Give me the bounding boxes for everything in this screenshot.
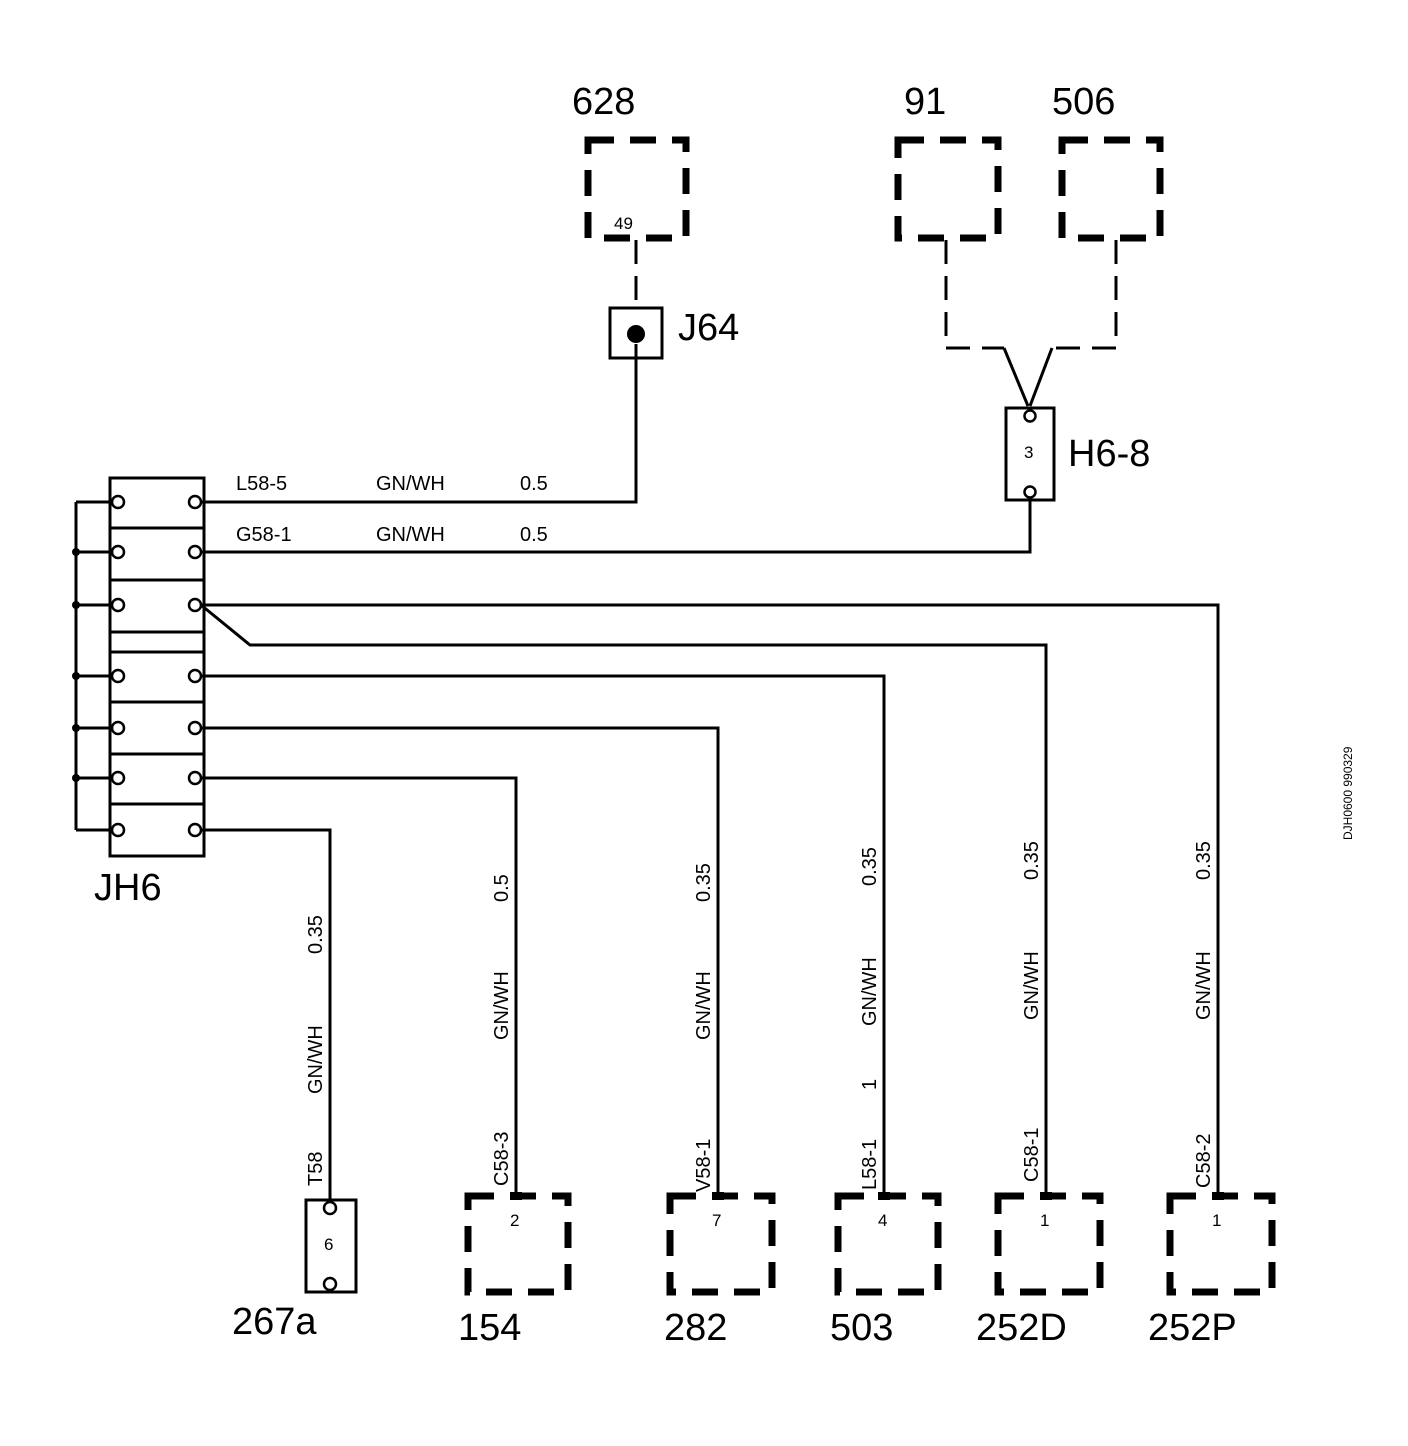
wire-l58-1-size: 0.35 [859, 847, 881, 886]
wire-g58-1-color: GN/WH [376, 524, 445, 546]
wire-g58-1: G58-1 GN/WH 0.5 [201, 498, 1032, 554]
wire-c58-3-color: GN/WH [491, 971, 513, 1040]
wire-l58-5-id: L58-5 [236, 473, 287, 495]
wire-c58-2-color: GN/WH [1193, 951, 1215, 1020]
wire-l58-1-extra: 1 [859, 1079, 881, 1090]
wire-c58-3-id: C58-3 [491, 1132, 513, 1186]
connector-267a-label: 267a [232, 1301, 317, 1343]
connector-503-pin: 4 [878, 1211, 887, 1230]
connector-267a-pin: 6 [324, 1235, 333, 1254]
connector-h6-8-label: H6-8 [1068, 433, 1150, 475]
connector-503: 4 503 [830, 1192, 942, 1349]
connector-252p: 1 252P [1148, 1192, 1276, 1349]
wire-v58-1: V58-1 GN/WH 0.35 [201, 726, 720, 1194]
wire-t58-size: 0.35 [305, 915, 327, 954]
wire-c58-2-size: 0.35 [1193, 841, 1215, 880]
connector-91-label: 91 [904, 81, 946, 123]
connector-154-pin: 2 [510, 1211, 519, 1230]
wire-v58-1-size: 0.35 [693, 863, 715, 902]
wire-c58-2-id: C58-2 [1193, 1134, 1215, 1188]
wire-c58-1: C58-1 GN/WH 0.35 [200, 603, 1048, 1194]
connector-282: 7 282 [664, 1192, 776, 1349]
connector-252p-label: 252P [1148, 1307, 1237, 1349]
connector-506-label: 506 [1052, 81, 1115, 123]
wire-l58-1-id: L58-1 [859, 1139, 881, 1190]
connector-282-pin: 7 [712, 1211, 721, 1230]
optional-route [944, 240, 1118, 407]
wire-l58-5-size: 0.5 [520, 473, 548, 495]
wire-c58-1-color: GN/WH [1021, 951, 1043, 1020]
splice-dot-icon [627, 325, 645, 343]
wire-c58-1-id: C58-1 [1021, 1128, 1043, 1182]
wire-c58-3: C58-3 GN/WH 0.5 [201, 776, 518, 1194]
wire-t58-color: GN/WH [305, 1025, 327, 1094]
drawing-reference: DJH0600 990329 [1341, 746, 1355, 840]
wire-t58: T58 GN/WH 0.35 [201, 828, 332, 1200]
wire-l58-1-color: GN/WH [859, 957, 881, 1026]
wire-g58-1-size: 0.5 [520, 524, 548, 546]
connector-628-pin: 49 [614, 214, 633, 233]
wire-l58-5-color: GN/WH [376, 473, 445, 495]
connector-628: 628 49 [572, 81, 690, 308]
wire-g58-1-id: G58-1 [236, 524, 292, 546]
wire-v58-1-color: GN/WH [693, 971, 715, 1040]
splice-j64: J64 [608, 306, 739, 360]
wire-l58-1: L58-1 1 GN/WH 0.35 [201, 674, 886, 1194]
wire-t58-id: T58 [305, 1152, 327, 1186]
connector-503-label: 503 [830, 1307, 893, 1349]
connector-282-label: 282 [664, 1307, 727, 1349]
connector-267a: 6 267a [232, 1198, 358, 1343]
connector-h6-8-pin: 3 [1024, 443, 1033, 462]
connector-252d: 1 252D [976, 1192, 1104, 1349]
splice-j64-label: J64 [678, 307, 739, 349]
splice-block-jh6: JH6 [72, 476, 206, 909]
wire-c58-1-size: 0.35 [1021, 841, 1043, 880]
splice-block-jh6-label: JH6 [94, 867, 162, 909]
connector-252d-pin: 1 [1040, 1211, 1049, 1230]
connector-506: 506 [1052, 81, 1164, 242]
wire-v58-1-id: V58-1 [693, 1139, 715, 1192]
connector-252d-label: 252D [976, 1307, 1067, 1349]
connector-91: 91 [894, 81, 1002, 242]
connector-628-label: 628 [572, 81, 635, 123]
connector-252p-pin: 1 [1212, 1211, 1221, 1230]
wire-l58-5: L58-5 GN/WH 0.5 [201, 344, 638, 504]
connector-h6-8: 3 H6-8 [1004, 406, 1150, 502]
connector-154: 2 154 [458, 1192, 572, 1349]
connector-154-label: 154 [458, 1307, 521, 1349]
wire-c58-3-size: 0.5 [491, 874, 513, 902]
wire-c58-2: C58-2 GN/WH 0.35 [201, 603, 1220, 1194]
